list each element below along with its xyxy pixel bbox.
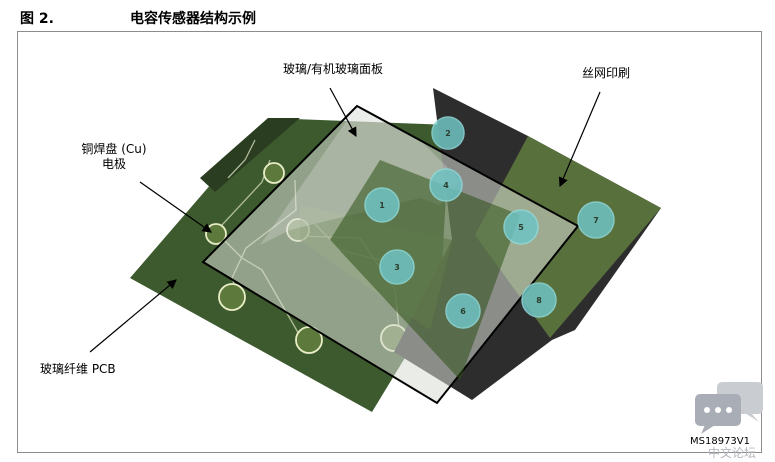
arrow-glass-panel [329, 87, 357, 138]
figure-title: 图 2. 电容传感器结构示例 [20, 8, 256, 28]
electrode-label: 3 [394, 263, 400, 272]
callout-arrows [89, 87, 601, 353]
electrode-pads: 1 2 3 4 5 6 7 8 [364, 116, 615, 329]
electrode-2 [431, 116, 465, 150]
electrode-label: 5 [518, 223, 524, 232]
electrode-5 [503, 209, 539, 245]
label-electrode-line1: 铜焊盘 (Cu) [81, 142, 147, 156]
chat-bubble-icon [693, 380, 765, 446]
figure-number: 图 2. [20, 11, 54, 27]
label-electrode-line2: 电极 [101, 157, 126, 171]
label-pcb: 玻璃纤维 PCB [40, 362, 116, 376]
electrode-3 [379, 249, 415, 285]
figure-id: MS18973V1 [690, 436, 750, 447]
electrode-6 [445, 293, 481, 329]
arrow-silkscreen [558, 91, 601, 188]
electrode-7 [577, 201, 615, 239]
figure-caption: 电容传感器结构示例 [130, 11, 256, 27]
arrow-electrode [139, 181, 212, 233]
label-silkscreen: 丝网印刷 [582, 66, 631, 80]
electrode-label: 7 [593, 216, 599, 225]
figure-frame [17, 31, 762, 453]
electrode-label: 2 [445, 129, 451, 138]
electrode-1 [364, 187, 400, 223]
label-electrode: 铜焊盘 (Cu) 电极 [70, 142, 158, 172]
electrode-label: 1 [379, 201, 385, 210]
electrode-label: 6 [460, 307, 466, 316]
electrode-label: 8 [536, 296, 542, 305]
arrow-pcb [89, 279, 177, 353]
electrode-4 [429, 168, 463, 202]
electrode-8 [521, 282, 557, 318]
electrode-label: 4 [443, 181, 449, 190]
label-glass-panel: 玻璃/有机玻璃面板 [283, 62, 384, 76]
watermark-text: 中文论坛 [708, 446, 757, 460]
